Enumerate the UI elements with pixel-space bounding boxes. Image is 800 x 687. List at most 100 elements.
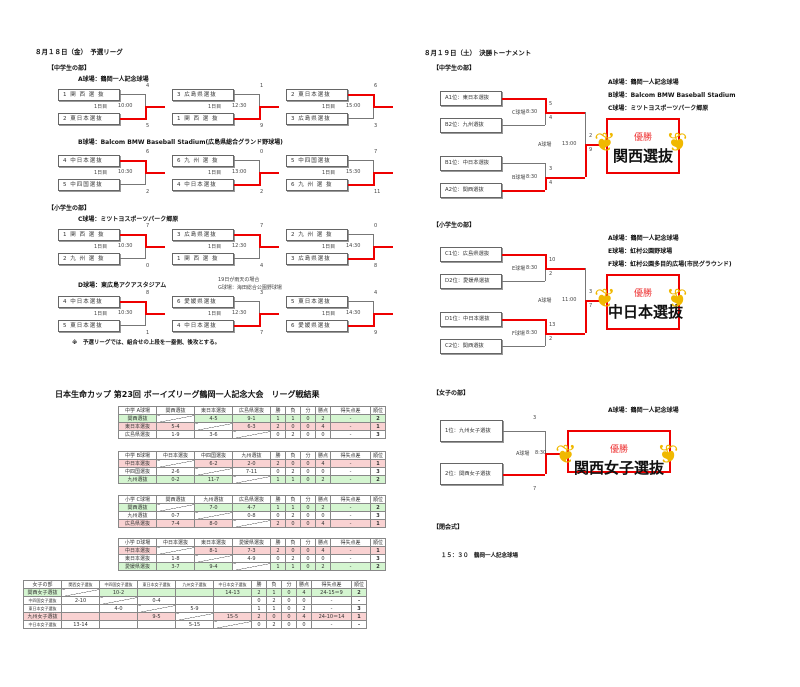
stat-cell: 1 (270, 503, 286, 512)
score-bottom: 1 (146, 330, 150, 336)
score-cell: 0-7 (156, 511, 195, 520)
score-cell: 11-7 (194, 475, 233, 484)
bracket-line (259, 234, 261, 247)
bracket-line (545, 111, 546, 125)
final-junior-venue-2: C球場：ミツトヨスポーツパーク郷原 (608, 105, 709, 112)
rank-cell: 2 (370, 562, 387, 571)
champion-label: 優勝 (633, 289, 652, 299)
team-box-bottom: 4 中日本選抜 (172, 179, 234, 191)
final-elem-venue-1: E球場：虹村公園野球場 (608, 248, 673, 255)
team-name-cell: 中日本選抜 (118, 459, 157, 468)
game-time: 12:30 (232, 243, 247, 249)
diagonal-cell (194, 422, 233, 431)
final-venue: A球場 (538, 142, 552, 148)
bracket-line (373, 246, 375, 260)
table-header-row: 小学 C球場関西選抜九州選抜広島県選抜勝負分勝点得失点差順位 (118, 495, 387, 504)
stat-cell: 0 (300, 511, 316, 520)
diagonal-cell (156, 459, 195, 468)
column-header: 得失点差 (330, 406, 372, 415)
score-top: 4 (374, 290, 378, 296)
score-cell: 0-2 (156, 475, 195, 484)
score-bottom: 8 (374, 263, 378, 269)
game-time: 10:30 (118, 169, 133, 175)
bracket-winner-line (259, 313, 279, 315)
stat-cell: 0 (270, 430, 286, 439)
final-team-box: C1位：広島県選抜 (440, 247, 502, 262)
score-cell: 5-15 (175, 620, 214, 629)
semi-venue: F球場 (512, 330, 525, 337)
bracket-line (145, 160, 147, 173)
stat-cell: 2 (285, 430, 301, 439)
stat-cell: 0 (300, 519, 316, 528)
score-cell (175, 596, 214, 605)
bracket-line (585, 300, 587, 333)
bracket-winner-line (145, 172, 165, 174)
column-header: 負 (285, 538, 301, 547)
final-time: 11:00 (562, 297, 577, 303)
column-header: 勝点 (295, 580, 313, 589)
final-score-top: 2 (589, 133, 593, 139)
stat-cell: 4 (314, 422, 332, 431)
score-cell: 2-6 (156, 467, 195, 476)
stat-cell: 0 (300, 467, 316, 476)
bracket-line (502, 319, 545, 321)
champion-box: 優勝中日本選抜 (606, 274, 683, 330)
team-name-cell: 広島県選抜 (118, 519, 157, 528)
stat-cell: 2 (270, 546, 286, 555)
bracket-line (145, 247, 146, 259)
column-header: 中日本女子選抜 (213, 580, 252, 589)
stat-cell: 2 (285, 467, 301, 476)
column-header: 順位 (370, 406, 387, 415)
column-header: 得失点差 (311, 580, 353, 589)
wreath-right-icon: ❦ (657, 440, 679, 470)
wreath-right-icon: ❦ (666, 284, 688, 314)
semi-time: 8:30 (526, 264, 538, 271)
semi-score-bottom: 4 (549, 114, 553, 121)
column-header: 関西女子選抜 (61, 580, 100, 589)
column-header: 勝 (270, 406, 286, 415)
column-header: 九州女子選抜 (175, 580, 214, 589)
score-bottom: 5 (146, 123, 150, 129)
team-box-top: 4 中日本選抜 (58, 155, 120, 167)
score-cell (99, 620, 138, 629)
bracket-line (373, 301, 374, 314)
venue-label: A球場：鶴岡一人記念球場 (78, 76, 149, 83)
bracket-line (585, 144, 587, 177)
stat-cell: 0 (281, 588, 297, 597)
semi-score-top: 3 (549, 165, 553, 172)
score-top: 0 (374, 223, 378, 229)
bracket-line (502, 281, 545, 282)
bracket-line (348, 118, 373, 119)
stat-cell: 0 (281, 604, 297, 613)
final-score-bottom: 7 (589, 303, 593, 309)
column-header: 勝 (251, 580, 267, 589)
rank-cell: 3 (370, 430, 387, 439)
diagonal-cell (213, 620, 252, 629)
bracket-line (120, 118, 145, 120)
game-day: 1日目 (322, 104, 336, 110)
final-team-box: 1位：九州女子選抜 (440, 420, 503, 442)
team-name-cell: 中四国選抜 (118, 467, 157, 476)
stat-cell: - (330, 414, 372, 423)
bracket-line (545, 332, 585, 335)
bracket-line (502, 190, 545, 192)
column-header: 中学 A球場 (118, 406, 157, 415)
score-cell: 7-3 (232, 546, 271, 555)
column-header: 東日本女子選抜 (137, 580, 176, 589)
column-header: 負 (285, 451, 301, 460)
final-junior-venue-0: A球場：鶴岡一人記念球場 (608, 79, 679, 86)
bracket-line (120, 301, 145, 303)
score-top: 7 (260, 223, 264, 229)
team-name-cell: 関西女子選抜 (23, 588, 62, 597)
column-header: 東日本選抜 (194, 538, 233, 547)
column-header: 勝点 (314, 451, 332, 460)
women-score-top: 3 (533, 415, 537, 421)
bracket-line (502, 98, 545, 100)
game-day: 1日目 (94, 170, 108, 176)
bracket-line (145, 94, 146, 107)
final-junior-venue-1: B球場：Balcom BMW Baseball Stadium (608, 92, 736, 99)
